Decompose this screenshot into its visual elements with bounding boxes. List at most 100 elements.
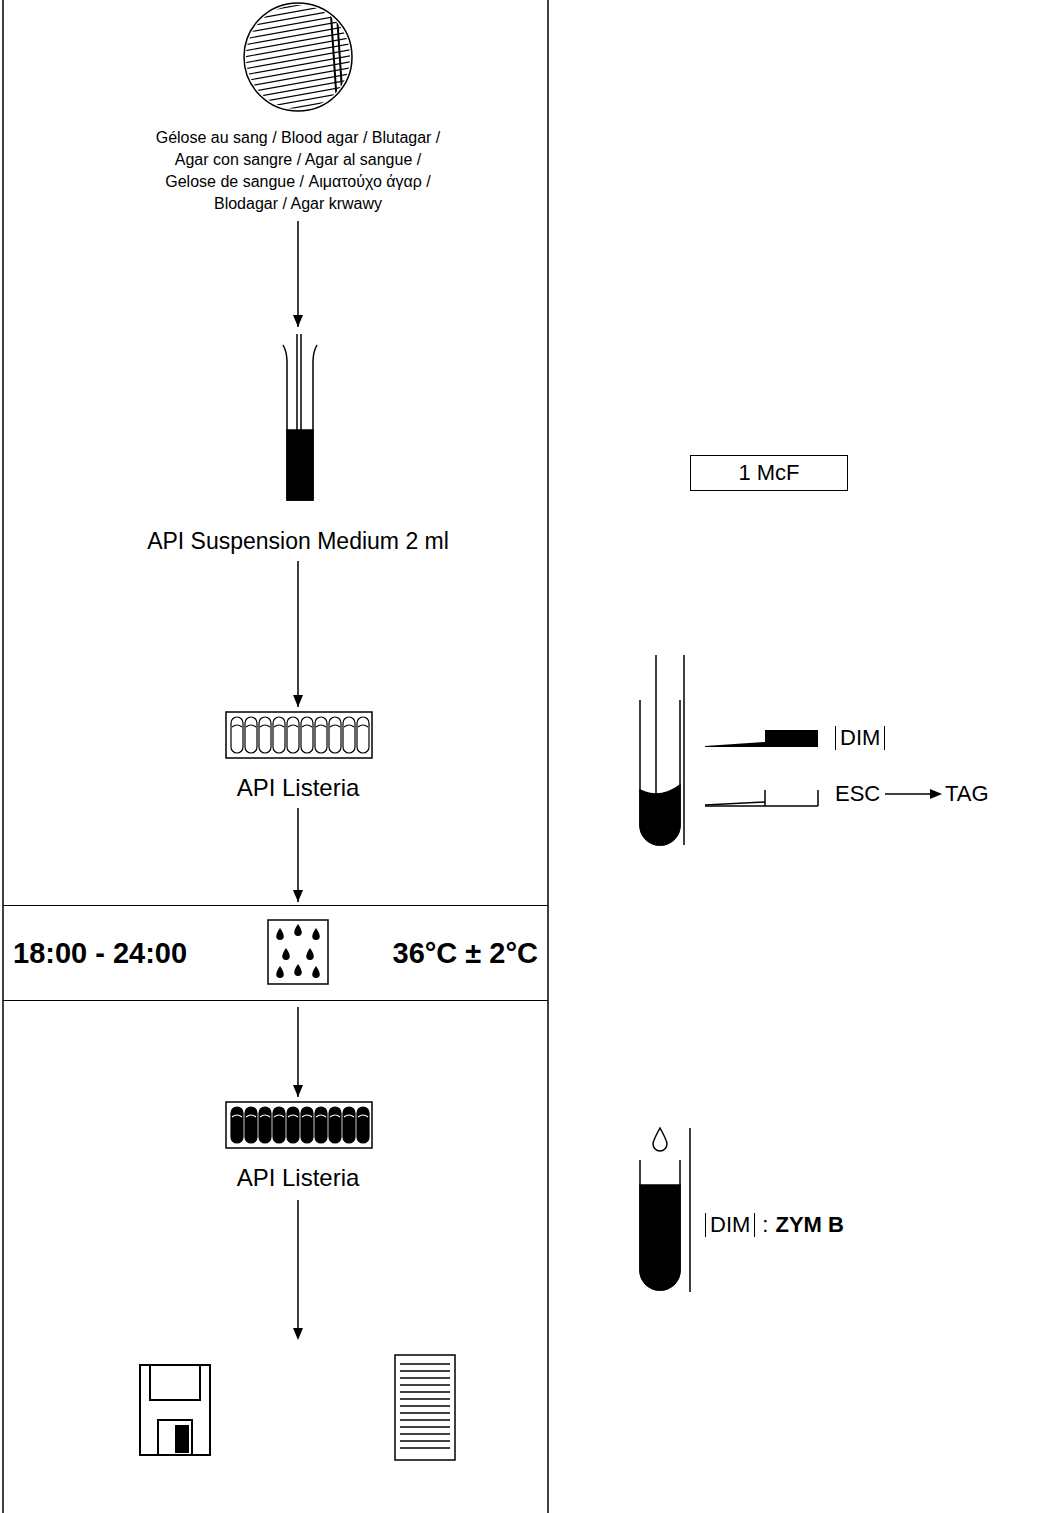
- api-strip-icon: [226, 712, 372, 758]
- incubation-band: 18:00 - 24:0036°C ± 2°C: [3, 905, 548, 1001]
- api-strip-icon: [245, 1107, 257, 1143]
- api-strip-icon: [301, 1107, 313, 1143]
- api-strip-icon: [329, 717, 341, 753]
- agar-plate-icon: [330, 0, 338, 120]
- column-divider: [2, 0, 4, 1513]
- api-strip-icon: [273, 717, 285, 753]
- api-strip-icon: [344, 1115, 354, 1117]
- reagent-label: DIM: [835, 726, 885, 750]
- api-strip-icon: [357, 1107, 369, 1143]
- cupule-open-symbol: [764, 790, 766, 806]
- report-sheet-icon: [395, 1355, 455, 1460]
- report-sheet-icon: [400, 1364, 450, 1448]
- suspension-tube-icon: [300, 334, 302, 430]
- incubation-icon: [312, 966, 320, 978]
- inoculation-tube-icon: [683, 655, 685, 845]
- agar-plate-icon: [238, 0, 360, 124]
- agar-plate-icon: [238, 48, 360, 70]
- report-sheet-icon: [400, 1412, 450, 1414]
- replace-arrow: [930, 789, 942, 799]
- result-arrow: [293, 1200, 303, 1340]
- api-strip-icon: [344, 725, 354, 727]
- incubation-icon: [268, 920, 328, 984]
- cupule-open-symbol: [817, 790, 819, 806]
- plate-label-node: Gélose au sang / Blood agar / Blutagar /…: [108, 0, 488, 215]
- floppy-disk-icon: [140, 1365, 210, 1455]
- agar-plate-icon: [238, 24, 360, 46]
- incubation-icon: [276, 928, 284, 940]
- report-sheet-icon: [400, 1426, 450, 1428]
- flow-arrow: [297, 221, 299, 327]
- api-strip-icon: [357, 717, 369, 753]
- agar-plate-icon: [238, 90, 360, 112]
- report-sheet-icon: [395, 1355, 455, 1460]
- reagent-label: DIM: [705, 1213, 755, 1237]
- api-strip-icon: [260, 1115, 270, 1117]
- cupule-filled-symbol: [765, 730, 818, 747]
- api-strip-icon: [330, 725, 340, 727]
- report-sheet-icon: [400, 1433, 450, 1435]
- api-strip-icon: [288, 725, 298, 727]
- report-sheet-icon: [400, 1440, 450, 1442]
- agar-plate-icon: [238, 6, 360, 28]
- report-sheet-icon: [400, 1447, 450, 1449]
- report-sheet-icon: [400, 1370, 450, 1372]
- api-strip-icon: [301, 717, 313, 753]
- report-sheet-icon: [400, 1377, 450, 1379]
- reagent-label: ESC: [835, 782, 880, 806]
- api-strip-icon: [315, 1107, 327, 1143]
- api-strip-icon: [232, 1115, 242, 1117]
- incubation-icon: [312, 928, 320, 940]
- reagent-name: ZYM B: [775, 1213, 843, 1237]
- agar-plate-icon: [238, 0, 360, 16]
- api-strip-icon: [358, 1115, 368, 1117]
- suspension-tube-icon: [296, 334, 298, 430]
- floppy-disk-icon: [150, 1365, 200, 1400]
- agar-plate-icon: [238, 0, 360, 10]
- api-strip-icon: [288, 1115, 298, 1117]
- inoculation-tube-icon: [640, 655, 684, 845]
- api-strip-icon: [231, 717, 369, 753]
- api-strip-icon: [226, 1102, 372, 1148]
- replace-arrow: [885, 789, 942, 799]
- reagent-tube-icon: [640, 1185, 680, 1290]
- api-strip-icon: [226, 712, 372, 758]
- agar-plate-icon: [238, 0, 360, 22]
- result-arrow: [293, 1328, 303, 1340]
- api-strip-icon: [260, 725, 270, 727]
- incubation-icon: [294, 964, 302, 976]
- api-strip-icon: [302, 725, 312, 727]
- reagent-tube-icon: [640, 1128, 690, 1292]
- api-strip-icon: [287, 717, 299, 753]
- report-sheet-icon: [400, 1419, 450, 1421]
- report-sheet-icon: [400, 1391, 450, 1393]
- incubation-value: 36°C ± 2°C: [393, 936, 539, 970]
- strip-node: API Listeria: [148, 710, 448, 802]
- report-sheet-icon: [400, 1405, 450, 1407]
- replace-arrow: [885, 793, 932, 795]
- agar-plate-icon: [238, 12, 360, 34]
- api-strip-icon: [287, 1107, 299, 1143]
- api-strip-icon: [358, 725, 368, 727]
- turbidity-box: 1 McF: [690, 455, 848, 491]
- agar-plate-icon: [238, 18, 360, 40]
- cupule-filled-symbol: [705, 742, 765, 747]
- tube-label: API Suspension Medium 2 ml: [147, 527, 449, 555]
- reagent-tube-icon: [689, 1128, 691, 1292]
- cupule-open-symbol: [705, 802, 765, 805]
- api-strip-icon: [316, 1115, 326, 1117]
- reagent-tube-icon: [640, 1160, 680, 1290]
- incubation-icon: [282, 948, 290, 960]
- api-strip-icon: [315, 717, 327, 753]
- api-strip-icon: [273, 1107, 285, 1143]
- agar-plate-icon: [238, 96, 360, 118]
- column-divider: [547, 0, 549, 1513]
- report-sheet-icon: [400, 1363, 450, 1365]
- cupule-open-symbol: [705, 805, 818, 807]
- inoculation-tube-icon: [640, 785, 680, 845]
- strip-label: API Listeria: [237, 1164, 360, 1192]
- result-arrow: [297, 1200, 299, 1330]
- incubation-icon: [276, 924, 320, 978]
- turbidity-value: 1 McF: [738, 460, 799, 486]
